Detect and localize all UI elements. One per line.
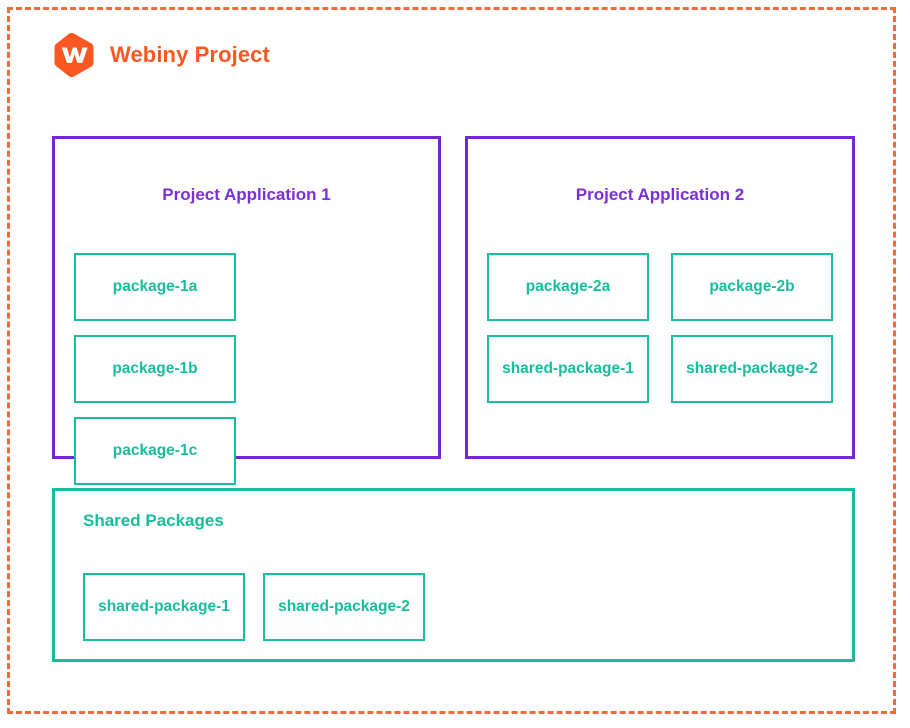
application-title-2: Project Application 2	[575, 185, 745, 204]
package-label: package-1c	[112, 442, 198, 459]
project-application-container-1: Project Application 1 package-1a package…	[52, 136, 441, 567]
package-box[interactable]: package-1c	[74, 417, 236, 485]
shared-packages-grid: shared-package-1 shared-package-2	[83, 573, 425, 641]
package-label: shared-package-1	[98, 598, 230, 615]
project-header: Webiny Project	[52, 32, 270, 78]
application-title-1: Project Application 1	[162, 185, 331, 204]
package-label: package-1b	[112, 360, 198, 377]
page-title: Webiny Project	[110, 42, 270, 67]
package-box[interactable]: package-1a	[74, 253, 236, 321]
package-label: shared-package-2	[278, 598, 410, 615]
package-box[interactable]: package-1b	[74, 335, 236, 403]
package-grid-2: package-2a package-2b shared-package-1 s…	[487, 253, 833, 403]
shared-packages-container: Shared Packages shared-package-1 shared-…	[52, 488, 855, 662]
package-label: shared-package-2	[686, 360, 818, 377]
webiny-hexagon-logo-icon	[52, 32, 96, 78]
package-box[interactable]: shared-package-1	[487, 335, 649, 403]
package-label: shared-package-1	[502, 360, 634, 377]
package-box[interactable]: shared-package-2	[671, 335, 833, 403]
package-box[interactable]: shared-package-1	[83, 573, 245, 641]
package-box[interactable]: package-2a	[487, 253, 649, 321]
package-box[interactable]: package-2b	[671, 253, 833, 321]
package-label: package-2a	[525, 278, 611, 295]
shared-packages-title: Shared Packages	[83, 511, 224, 530]
project-boundary	[7, 7, 896, 714]
package-label: package-2b	[709, 278, 795, 295]
package-label: package-1a	[112, 278, 198, 295]
package-box[interactable]: shared-package-2	[263, 573, 425, 641]
project-application-container-2: Project Application 2 package-2a package…	[465, 136, 855, 459]
